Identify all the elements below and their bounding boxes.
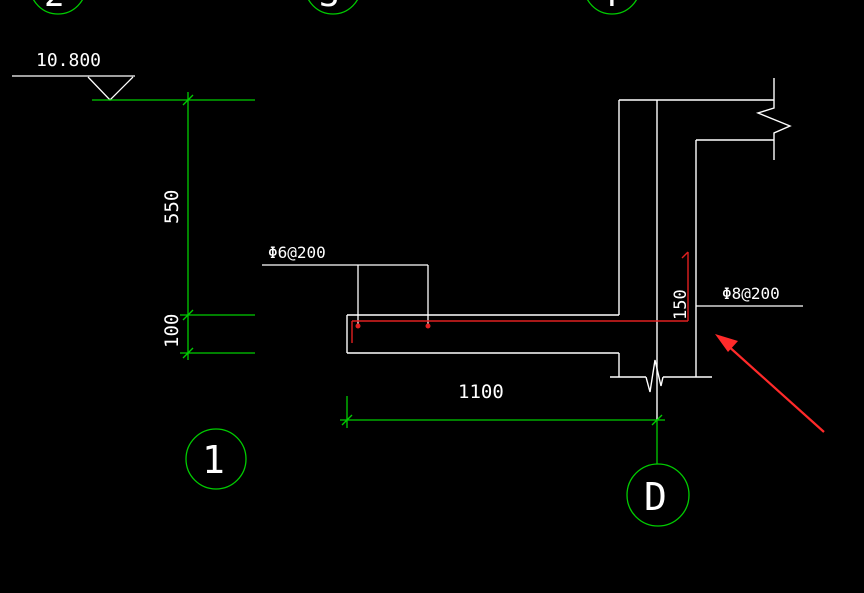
axis-bubble-1 [185,428,247,490]
dim-tick-bottom [182,347,194,359]
dim-text-150: 150 [671,289,691,320]
elevation-value: 10.800 [36,50,101,71]
axis-label-top-right: 4 [598,0,618,15]
rebar-dot-left [355,323,361,329]
top-rebar-callout [262,264,429,326]
axis-bubble-top-mid [308,0,358,15]
top-axis-bubble-labels: 2 3 4 [44,0,618,15]
axis-label-top-mid: 3 [319,0,339,15]
rebar-lines [351,251,689,343]
callout-side-label: Φ8@200 [722,284,780,303]
elevation-marker: 10.800 [12,50,135,101]
bottom-break-symbol-icon [645,359,664,393]
axis-label-d: D [644,475,667,519]
bottom-horizontal-dimension [340,396,665,464]
dim-h-tick-left [341,414,353,426]
axis-bubble-top-left [33,0,83,15]
dim-tick-mid [182,309,194,321]
axis-label-top-left: 2 [44,0,64,15]
dim-text-550: 550 [161,190,183,224]
red-arrow-icon [715,334,825,433]
rebar-right-top-hook [681,251,689,259]
elevation-triangle-icon [87,76,134,101]
top-axis-bubbles [33,0,637,15]
callout-top-label: Φ6@200 [268,243,326,262]
axis-bubble-top-right [587,0,637,15]
axis-label-1: 1 [202,438,225,482]
dim-tick-top [182,94,194,106]
break-symbol-icon [755,78,792,160]
structure-outline [346,99,774,420]
axis-bubble-d [626,463,690,527]
dim-text-100: 100 [161,314,183,348]
left-vertical-dimension [92,92,255,360]
dim-text-1100: 1100 [458,381,504,403]
rebar-dot-right [425,323,431,329]
